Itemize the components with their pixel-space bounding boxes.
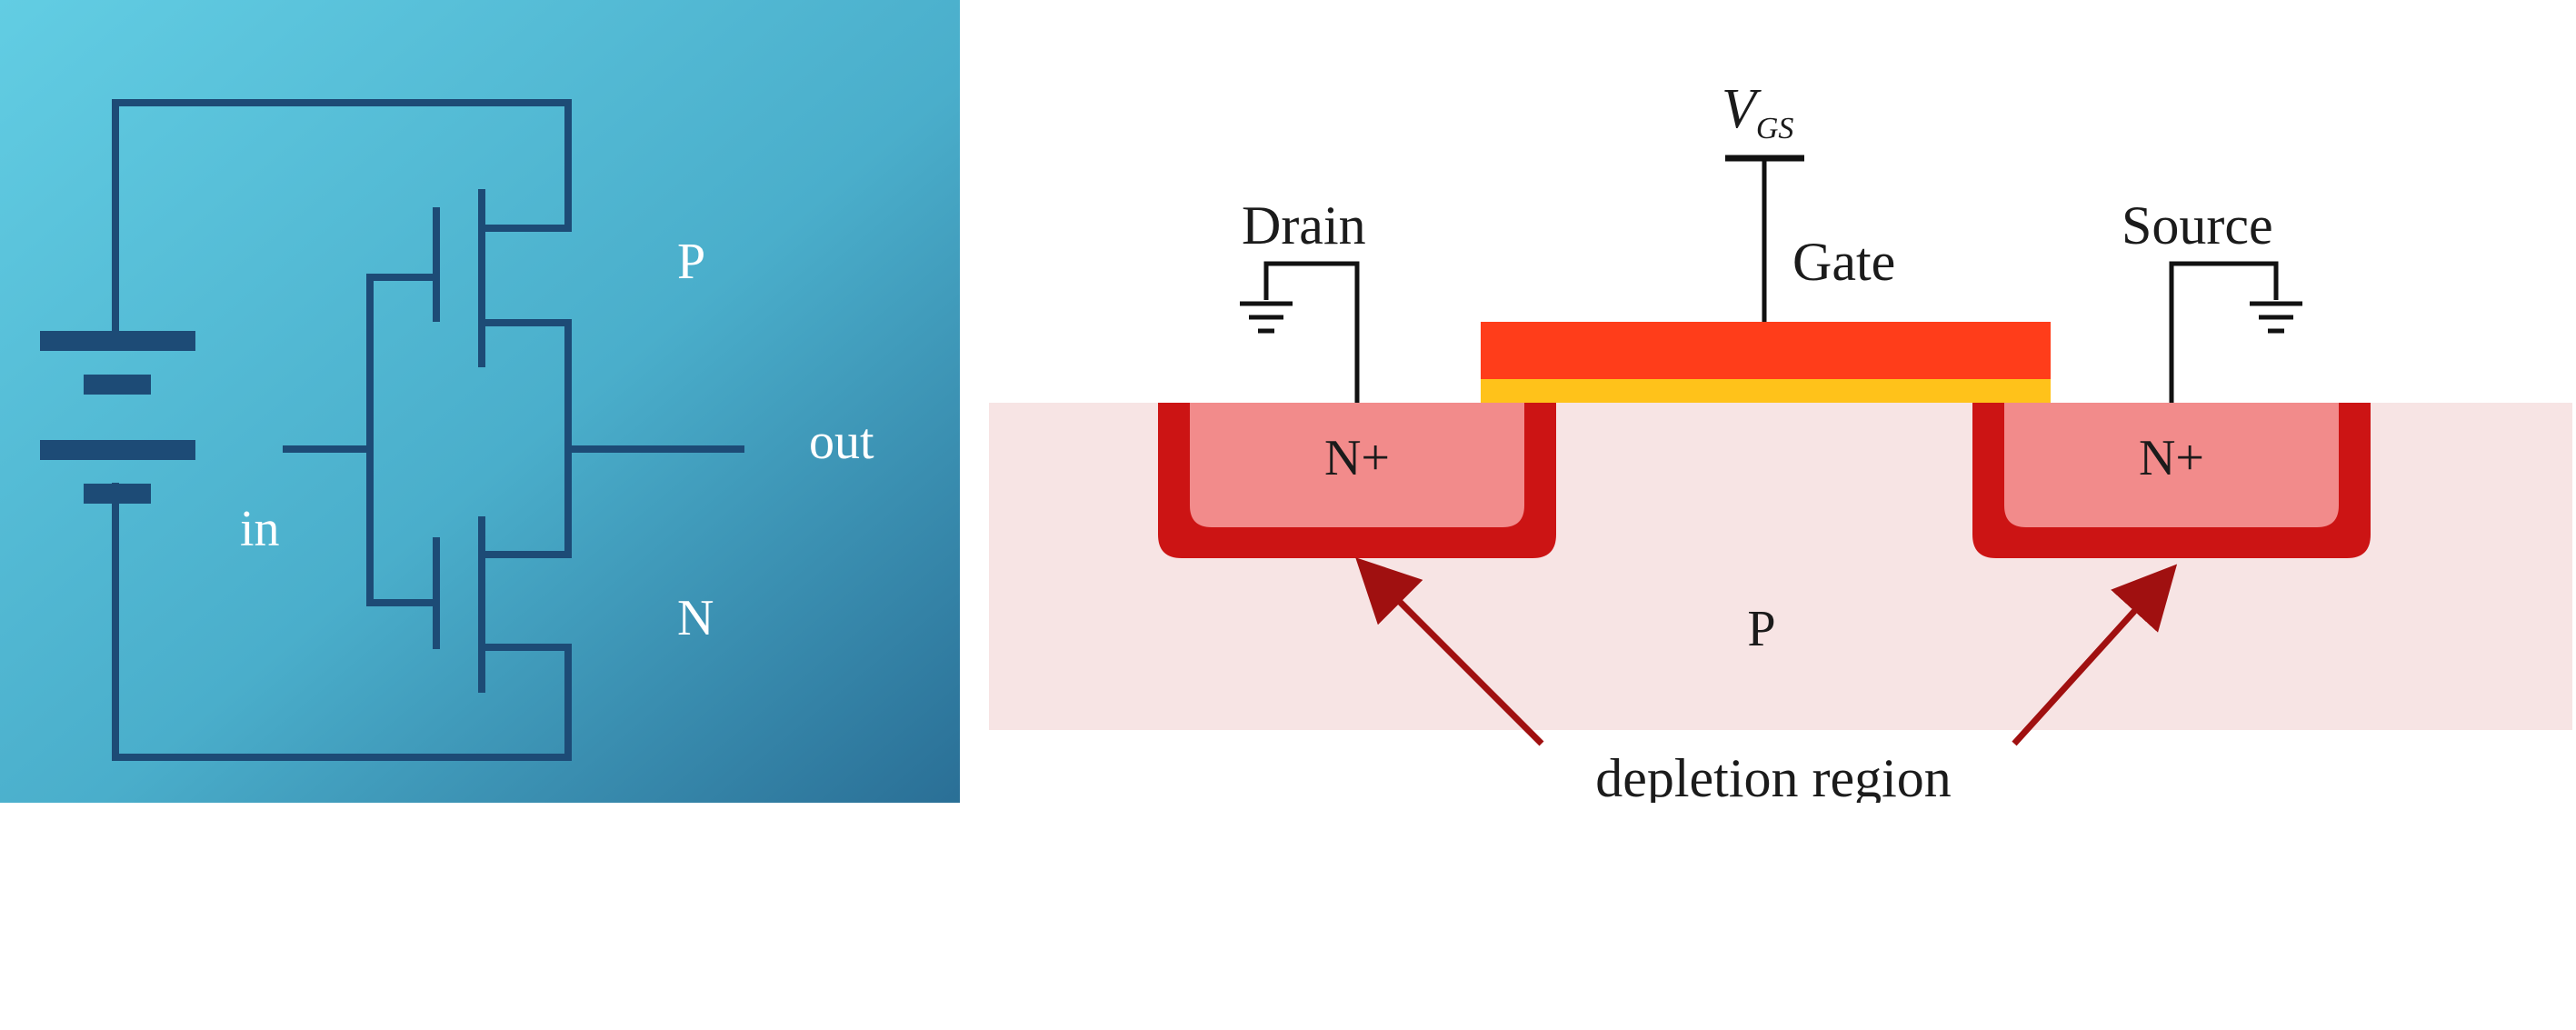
label-p: P — [677, 234, 705, 290]
drain-n-plus-region — [1190, 403, 1524, 527]
label-drain: Drain — [1242, 195, 1366, 255]
depletion-arrows — [1355, 557, 2178, 746]
label-n: N — [677, 590, 714, 646]
label-drain-n-plus: N+ — [1324, 430, 1390, 486]
battery-icon — [40, 331, 195, 504]
gate-tie-wire — [366, 274, 440, 606]
drain-ground-icon — [1240, 301, 1293, 334]
label-vgs-sub: GS — [1756, 112, 1794, 145]
label-depletion-region: depletion region — [1595, 748, 1952, 803]
label-gate: Gate — [1792, 232, 1895, 292]
mosfet-wires — [1263, 155, 2279, 403]
vdd-wire — [112, 99, 572, 338]
gnd-wire — [112, 483, 572, 761]
label-source: Source — [2122, 195, 2273, 255]
cmos-inverter-diagram: P N in out — [0, 0, 960, 803]
source-ground-icon — [2250, 301, 2302, 334]
label-vgs: VGS — [1722, 78, 1793, 145]
source-depletion-arrow — [2012, 564, 2178, 746]
label-substrate-p: P — [1747, 601, 1775, 657]
gate-oxide — [1481, 379, 2051, 403]
label-source-n-plus: N+ — [2139, 430, 2204, 486]
drain-depletion-arrow — [1355, 557, 1544, 746]
gate-metal — [1481, 322, 2051, 379]
mosfet-cross-section-diagram: VGS Drain Gate Source N+ N+ P depletion … — [960, 0, 2576, 803]
source-wire — [2169, 261, 2279, 403]
mosfet-svg: VGS Drain Gate Source N+ N+ P depletion … — [989, 78, 2572, 803]
cmos-inverter-svg: P N in out — [0, 0, 960, 803]
label-out: out — [809, 414, 874, 470]
label-in: in — [240, 501, 280, 557]
drain-wire — [1263, 261, 1360, 403]
cmos-wires — [112, 99, 744, 761]
label-vgs-main: V — [1722, 78, 1762, 140]
source-n-plus-region — [2004, 403, 2339, 527]
